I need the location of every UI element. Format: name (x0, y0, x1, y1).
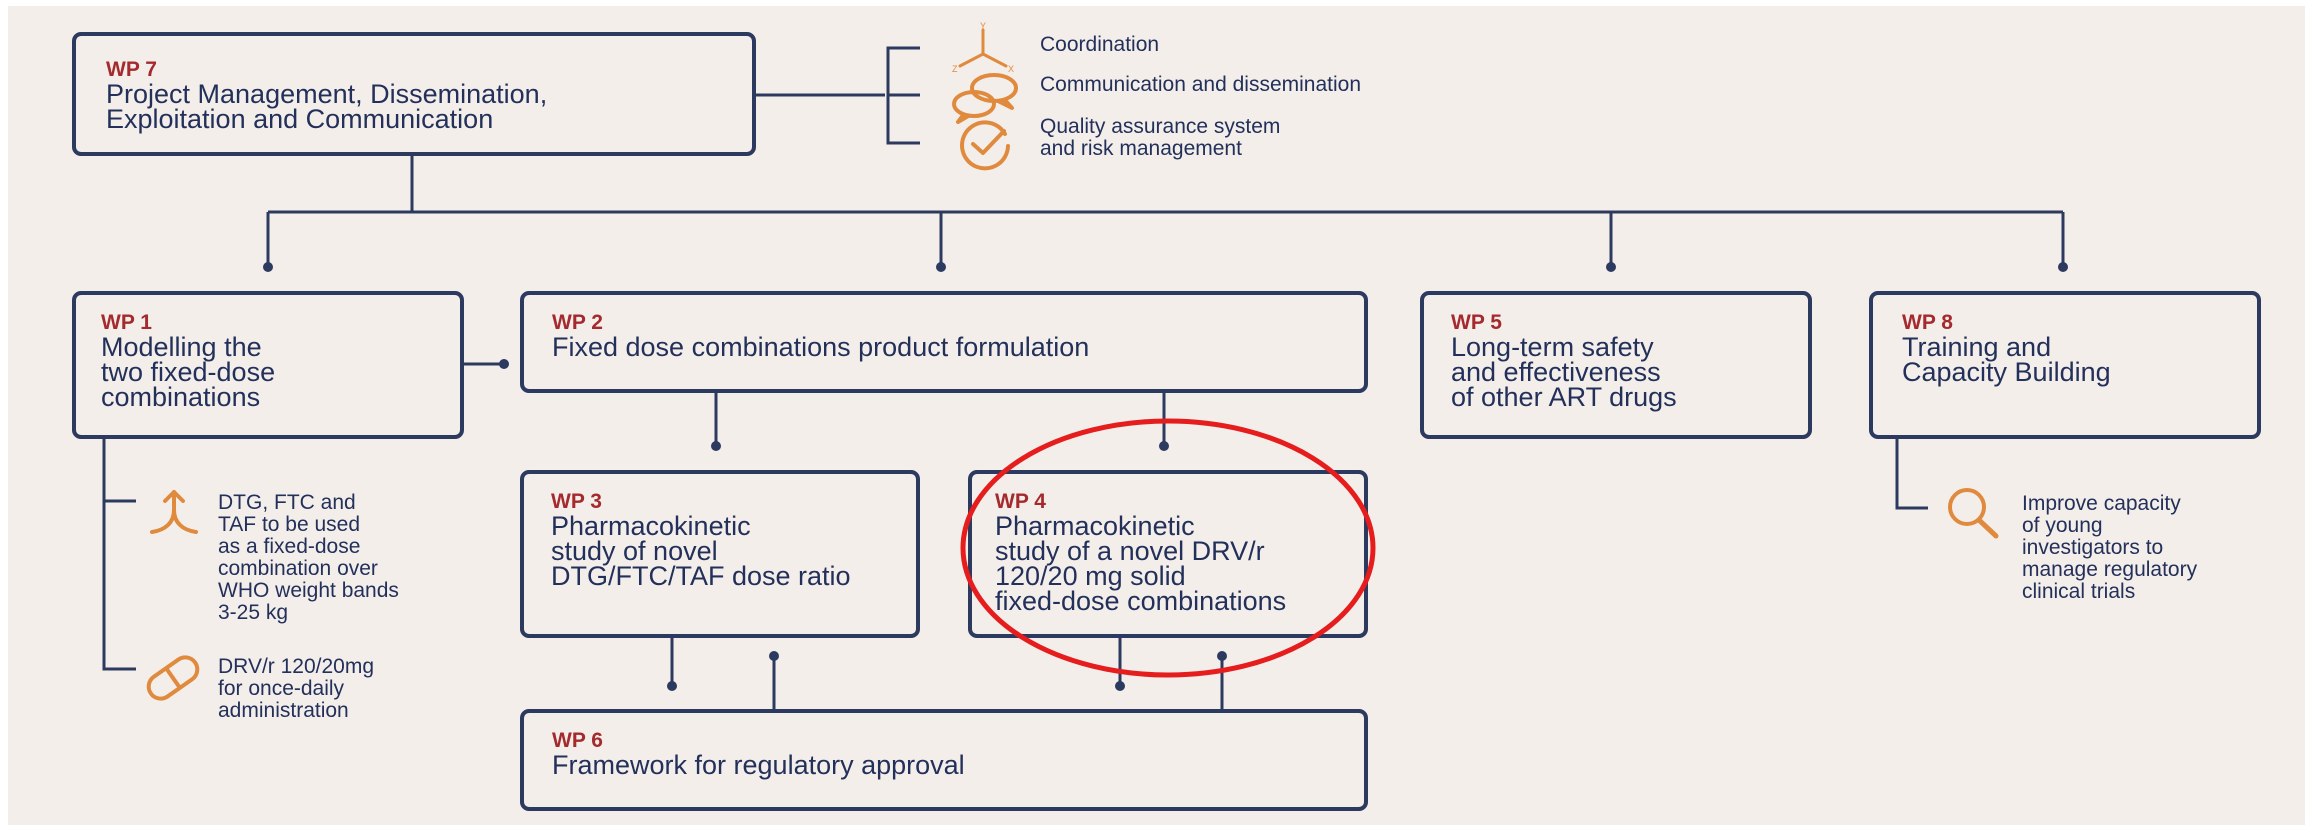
wp6-box: WP 6 Framework for regulatory approval (520, 709, 1368, 811)
wp3-box: WP 3 Pharmacokinetic study of novel DTG/… (520, 470, 920, 638)
wp4-title: Pharmacokinetic study of a novel DRV/r 1… (995, 511, 1287, 616)
wp8-box: WP 8 Training and Capacity Building (1869, 291, 2261, 439)
wp3-label: WP 3 (551, 490, 602, 513)
wp6-title: Framework for regulatory approval (552, 750, 965, 780)
wp1-title: Modelling the two fixed-dose combination… (101, 332, 276, 412)
wp8-title: Training and Capacity Building (1902, 332, 2111, 387)
axes-icon: Y Z X (952, 22, 1014, 74)
wp7-title: Project Management, Dissemination, Explo… (106, 79, 548, 134)
wp4-box: WP 4 Pharmacokinetic study of a novel DR… (968, 470, 1368, 638)
wp2-box: WP 2 Fixed dose combinations product for… (520, 291, 1368, 393)
magnifier-icon (1948, 488, 1999, 539)
wp3-title: Pharmacokinetic study of novel DTG/FTC/T… (551, 511, 851, 591)
wp7-item-coordination: Coordination (1040, 33, 1160, 56)
svg-text:X: X (1008, 64, 1014, 74)
svg-text:Y: Y (980, 22, 986, 31)
wp1-box: WP 1 Modelling the two fixed-dose combin… (72, 291, 464, 439)
wp8-label: WP 8 (1902, 311, 1953, 334)
work-package-diagram: WP 7 Project Management, Dissemination, … (8, 6, 2305, 825)
wp1-item-drv-r: DRV/r 120/20mg for once-daily administra… (218, 655, 375, 722)
wp5-label: WP 5 (1451, 311, 1502, 334)
pill-icon (146, 655, 200, 701)
wp1-item-dtg-ftc-taf: DTG, FTC and TAF to be used as a fixed-d… (218, 491, 399, 624)
merge-arrow-icon (150, 490, 198, 534)
wp2-title: Fixed dose combinations product formulat… (552, 332, 1090, 362)
connector-lines (102, 46, 2068, 712)
check-circle-icon (960, 120, 1010, 171)
wp8-item-capacity: Improve capacity of young investigators … (2022, 492, 2198, 603)
wp1-label: WP 1 (101, 311, 152, 334)
wp7-item-quality: Quality assurance system and risk manage… (1040, 115, 1281, 160)
wp7-box: WP 7 Project Management, Dissemination, … (72, 32, 756, 156)
wp6-label: WP 6 (552, 729, 603, 752)
wp4-highlight-circle (960, 418, 1376, 678)
wp2-label: WP 2 (552, 311, 603, 334)
speech-bubbles-icon (952, 73, 1018, 124)
wp7-item-communication: Communication and dissemination (1040, 73, 1361, 96)
wp5-box: WP 5 Long-term safety and effectiveness … (1420, 291, 1812, 439)
wp4-label: WP 4 (995, 490, 1046, 513)
wp7-label: WP 7 (106, 58, 157, 81)
wp5-title: Long-term safety and effectiveness of ot… (1451, 332, 1677, 412)
svg-text:Z: Z (952, 64, 958, 74)
